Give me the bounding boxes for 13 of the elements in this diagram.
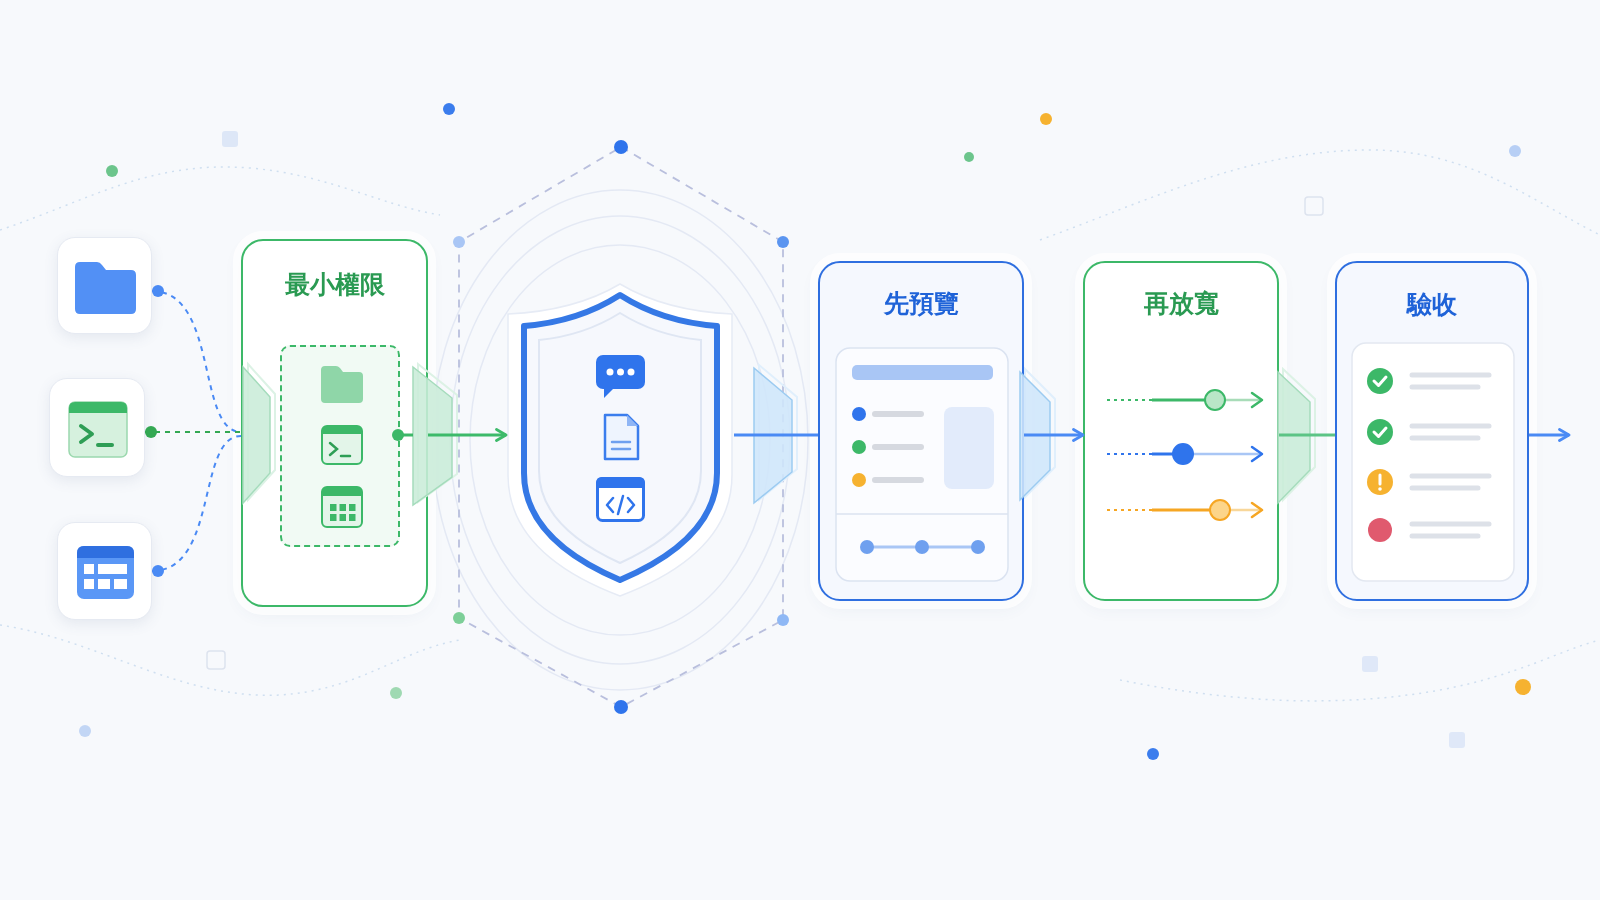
arrow xyxy=(1529,428,1571,442)
step-title: 最小權限 xyxy=(284,270,385,300)
connector-line xyxy=(1279,433,1335,437)
step-title: 再放寬 xyxy=(1143,289,1219,319)
icon-tile xyxy=(49,378,145,477)
icon-tile xyxy=(57,522,152,620)
icon-tile xyxy=(57,237,152,334)
step-title: 先預覽 xyxy=(883,289,959,319)
step-title: 驗收 xyxy=(1407,290,1457,320)
connector-line xyxy=(144,426,242,438)
connector-line xyxy=(151,435,242,576)
arrow xyxy=(1024,428,1085,442)
dashed-group-box xyxy=(280,345,400,547)
